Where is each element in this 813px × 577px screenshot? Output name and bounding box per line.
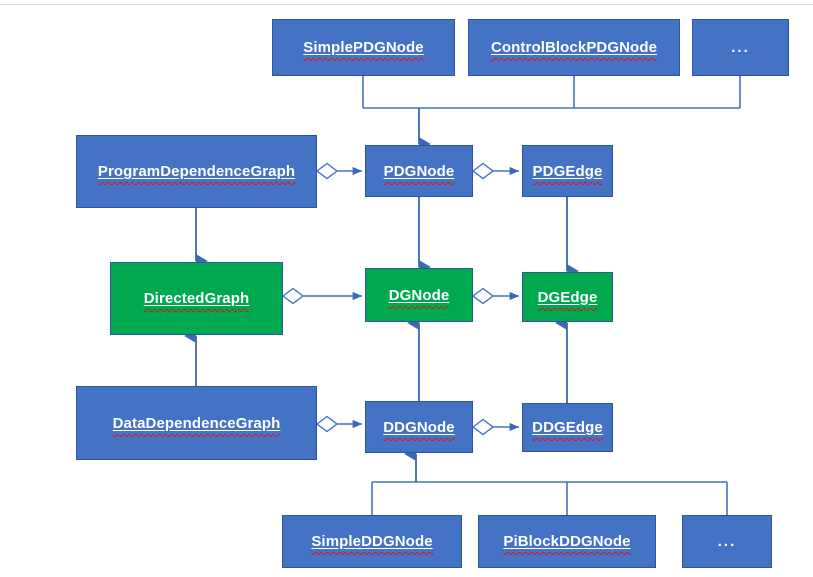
class-box-pdg_edge[interactable]: PDGEdge xyxy=(522,145,613,197)
class-name-label: DDGNode xyxy=(383,418,455,441)
class-box-program_dependence_graph[interactable]: ProgramDependenceGraph xyxy=(76,135,317,208)
relation-dg-aggregates-dgnode xyxy=(281,287,363,305)
class-box-simple_ddg_node[interactable]: SimpleDDGNode xyxy=(282,515,462,568)
class-box-control_block_pdg_node[interactable]: ControlBlockPDGNode xyxy=(468,19,680,76)
class-box-ddg_edge[interactable]: DDGEdge xyxy=(522,403,613,452)
class-name-label: DDGEdge xyxy=(532,419,603,441)
top-divider-rule xyxy=(0,4,813,5)
class-box-pdg_more[interactable]: ... xyxy=(692,19,789,76)
class-name-label: ... xyxy=(717,533,737,550)
class-box-pi_block_ddg_node[interactable]: PiBlockDDGNode xyxy=(478,515,656,568)
relation-pdgnode-subclasses xyxy=(362,76,741,151)
class-name-label: ... xyxy=(731,39,750,56)
class-name-label: PDGNode xyxy=(383,162,455,185)
class-box-ddg_more[interactable]: ... xyxy=(682,515,772,568)
relation-ddgnode-subclasses xyxy=(371,447,728,515)
class-name-label: DGEdge xyxy=(537,288,598,311)
class-name-label: SimplePDGNode xyxy=(303,39,424,61)
class-name-label: PiBlockDDGNode xyxy=(503,533,631,555)
class-name-label: PDGEdge xyxy=(532,162,603,185)
relation-ddgnode-aggregates-ddgedge xyxy=(471,418,520,436)
class-box-data_dependence_graph[interactable]: DataDependenceGraph xyxy=(76,386,317,460)
relation-pdg-aggregates-pdgnode xyxy=(315,162,363,180)
class-name-label: DirectedGraph xyxy=(143,290,250,312)
class-name-label: SimpleDDGNode xyxy=(311,533,433,555)
class-name-label: ControlBlockPDGNode xyxy=(490,39,658,61)
class-box-simple_pdg_node[interactable]: SimplePDGNode xyxy=(272,19,455,76)
class-box-pdg_node[interactable]: PDGNode xyxy=(365,145,473,197)
class-box-dg_node[interactable]: DGNode xyxy=(365,268,473,322)
class-name-label: DGNode xyxy=(388,286,450,309)
relation-ddg-aggregates-ddgnode xyxy=(315,415,363,433)
relation-dgnode-aggregates-dgedge xyxy=(471,287,520,305)
class-box-ddg_node[interactable]: DDGNode xyxy=(365,401,473,453)
relation-pdgnode-aggregates-pdgedge xyxy=(471,162,520,180)
class-name-label: DataDependenceGraph xyxy=(112,414,281,437)
class-name-label: ProgramDependenceGraph xyxy=(97,163,296,185)
class-box-dg_edge[interactable]: DGEdge xyxy=(522,272,613,322)
class-box-directed_graph[interactable]: DirectedGraph xyxy=(110,262,283,335)
